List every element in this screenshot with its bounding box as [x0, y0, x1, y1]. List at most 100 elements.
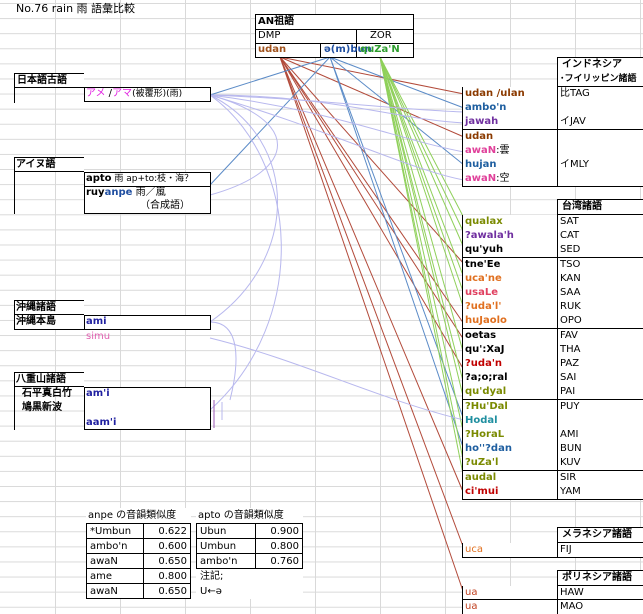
japonic-links [209, 94, 465, 421]
yaeyama-label2: 鳩黒新波 [22, 402, 62, 413]
japanese-label: 日本語古語 [14, 73, 84, 88]
taiwan-form-19: ci'mui [462, 484, 557, 500]
okinawa-form1: ami [86, 316, 107, 327]
okinawa-label: 沖縄本島 [14, 315, 84, 330]
taiwan-code-5: SAA [557, 286, 643, 301]
yaeyama-label1: 石平真白竹 [22, 388, 72, 399]
taiwan-form-3: tne'Ee [462, 257, 557, 273]
similarity-anpe-value-0: 0.622 [143, 523, 191, 539]
polynesia-form-1: ua [462, 600, 557, 614]
taiwan-form-10: ?uda'n [462, 357, 557, 372]
polynesia-header: ポリネシア諸語 [562, 572, 632, 583]
taiwan-form-13: ?Hu'Dal [462, 399, 557, 415]
indonesia-form-2: jawah [462, 115, 557, 131]
similarity-anpe-word-4: awaN [86, 583, 144, 599]
indonesia-code-3 [557, 129, 643, 145]
melanesia-form: uca [462, 543, 557, 558]
taiwan-code-19: YAM [557, 484, 643, 500]
indonesia-header2: ･フイリッピン諸語 [560, 74, 637, 84]
polynesia-code-0: HAW [557, 586, 643, 600]
melanesia-header: メラネシア諸語 [562, 529, 632, 540]
dmp-form2: ə(m)bun [324, 44, 372, 55]
taiwan-form-14: Hodal [462, 413, 557, 429]
taiwan-form-7: huJaolo [462, 314, 557, 330]
ainu-ruy-note: （合成語） [140, 200, 190, 211]
similarity-apto-value-1: 0.800 [255, 538, 303, 554]
ainu-ruyanpe-row: ruyanpe 雨／嵐 [86, 187, 166, 198]
taiwan-form-2: qu'yuh [462, 243, 557, 259]
taiwan-form-11: ?a;o;ral [462, 371, 557, 387]
indonesia-form-0: udan /ulan [462, 87, 557, 102]
taiwan-code-2: SED [557, 243, 643, 259]
taiwan-code-15: AMI [557, 428, 643, 443]
indonesia-form-3: udan [462, 129, 557, 145]
taiwan-form-5: usaLe [462, 286, 557, 301]
similarity-apto-value-2: 0.760 [255, 553, 303, 569]
taiwan-code-0: SAT [557, 215, 643, 230]
quzan-links [379, 56, 465, 480]
zor-form: quZa'N [360, 44, 400, 55]
okinawa-group-label: 沖縄諸語 [14, 300, 84, 315]
ainu-anpe: anpe [104, 187, 133, 198]
taiwan-code-4: KAN [557, 271, 643, 287]
taiwan-code-8: FAV [557, 328, 643, 344]
similarity-anpe-value-4: 0.650 [143, 583, 191, 599]
polynesia-code-1: MAO [557, 600, 643, 614]
similarity-anpe-word-0: *Umbun [86, 523, 144, 539]
taiwan-form-8: oetas [462, 328, 557, 344]
taiwan-form-9: qu':XaJ [462, 342, 557, 358]
ambun-links [209, 56, 465, 451]
japanese-note: (被覆形)(雨) [132, 89, 183, 99]
similarity-apto-word-0: Ubun [196, 523, 256, 539]
taiwan-code-6: RUK [557, 300, 643, 316]
similarity-anpe-value-2: 0.650 [143, 553, 191, 569]
similarity-apto-word-2: ambo'n [196, 553, 256, 569]
an-proto-box [255, 14, 414, 58]
taiwan-code-12: PAI [557, 385, 643, 401]
dmp-label: DMP [258, 30, 281, 41]
zor-label: ZOR [370, 30, 392, 41]
taiwan-form-18: audal [462, 470, 557, 486]
taiwan-form-17: ?uZa'l [462, 456, 557, 472]
melanesia-code: FIJ [557, 543, 643, 558]
indonesia-code-2: イJAV [557, 115, 643, 131]
ainu-apto-row: apto 雨 ap+to:枝・海？ [86, 172, 193, 186]
indonesia-form-1: ambo'n [462, 101, 557, 117]
indonesia-form-4: awaN:雲 [462, 143, 557, 159]
japanese-form2: アマ [112, 88, 133, 99]
indonesia-code-1 [557, 101, 643, 117]
yaeyama-form1: am'i [86, 388, 110, 399]
taiwan-form-1: ?awala'h [462, 229, 557, 245]
similarity-apto-title: apto の音韻類似度 [198, 510, 284, 521]
an-header: AN祖語 [258, 16, 295, 27]
ainu-label: アイヌ語 [14, 157, 84, 172]
indonesia-code-6 [557, 172, 643, 188]
taiwan-form-12: qu'dyal [462, 385, 557, 401]
udan-links [279, 56, 465, 595]
taiwan-header: 台湾諸語 [562, 201, 602, 212]
indonesia-code-4 [557, 143, 643, 159]
indonesia-form-5: hujan [462, 158, 557, 173]
yaeyama-form2: aam'i [86, 417, 117, 428]
similarity-anpe-value-1: 0.600 [143, 538, 191, 554]
polynesia-form-0: ua [462, 586, 557, 600]
japanese-forms: アメ /アマ(被覆形)(雨) [86, 88, 183, 99]
similarity-anpe-value-3: 0.800 [143, 568, 191, 584]
taiwan-form-15: ?HoraL [462, 428, 557, 443]
ainu-ruy-gloss: 雨／嵐 [132, 187, 166, 198]
similarity-anpe-title: anpe の音韻類似度 [88, 510, 177, 521]
taiwan-code-10: PAZ [557, 357, 643, 372]
taiwan-code-16: BUN [557, 442, 643, 458]
ainu-apto: apto [86, 173, 112, 184]
indonesia-code-5: イMLY [557, 158, 643, 173]
similarity-anpe-word-3: ame [86, 568, 144, 584]
taiwan-form-16: ho''?dan [462, 442, 557, 458]
taiwan-code-13: PUY [557, 399, 643, 415]
taiwan-code-9: THA [557, 342, 643, 358]
note-text: U←ə [200, 586, 222, 597]
japanese-form1: アメ [86, 88, 106, 99]
similarity-anpe-word-2: awaN [86, 553, 144, 569]
taiwan-code-11: SAI [557, 371, 643, 387]
